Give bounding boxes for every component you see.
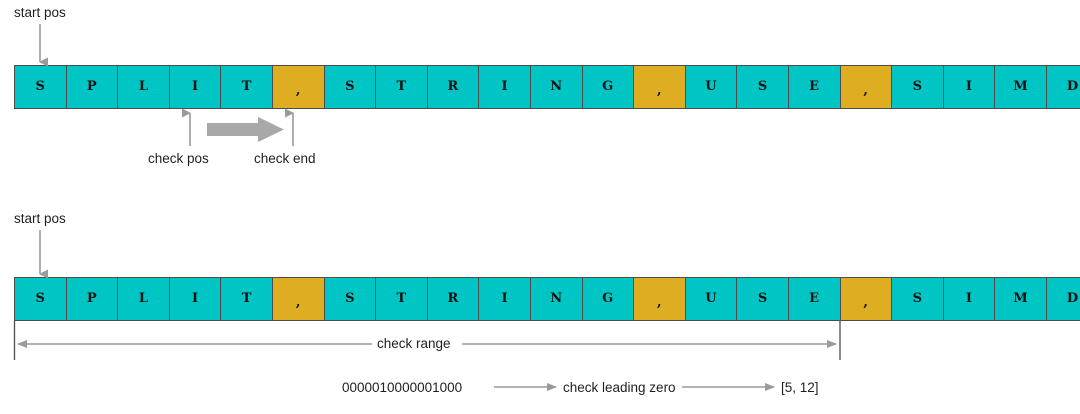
bottom-cell-11: G <box>582 278 635 320</box>
top-cell-2: L <box>118 66 170 108</box>
top-cell-9-char: I <box>501 78 508 94</box>
check-pos-label: check pos <box>148 151 209 166</box>
top-cell-12: , <box>634 66 686 108</box>
top-cell-7: T <box>376 66 428 108</box>
bottom-cell-13-char: U <box>705 290 717 306</box>
top-cell-5-char: , <box>295 82 301 98</box>
bottom-cell-2: L <box>118 278 170 320</box>
bottom-cell-16-char: , <box>863 294 869 310</box>
bottom-cell-1-char: P <box>86 290 97 306</box>
bottom-cell-5-char: , <box>295 294 301 310</box>
bottom-cell-20: D <box>1046 278 1080 320</box>
bottom-cell-6: S <box>324 278 377 320</box>
top-cell-20-char: D <box>1066 78 1079 94</box>
character-strip-top: S P L I T, S T R I N G, U S E, S I M D <box>14 65 1080 109</box>
bottom-cell-19-char: M <box>1013 290 1028 306</box>
top-cell-0: S <box>15 66 67 108</box>
check-leading-zero-label: check leading zero <box>563 380 676 395</box>
top-cell-10-char: N <box>550 78 563 94</box>
top-cell-13: U <box>685 66 738 108</box>
bottom-cell-2-char: L <box>138 290 149 306</box>
bottom-cell-12: , <box>634 278 686 320</box>
top-cell-14-char: S <box>757 78 768 94</box>
bottom-cell-8: R <box>427 278 480 320</box>
top-cell-1-char: P <box>86 78 97 94</box>
top-cell-1: P <box>66 66 119 108</box>
top-cell-11-char: G <box>602 78 614 94</box>
top-cell-15-char: E <box>809 78 820 94</box>
top-cell-15: E <box>788 66 841 108</box>
top-cell-13-char: U <box>705 78 717 94</box>
top-cell-17-char: S <box>912 78 923 94</box>
bottom-cell-15: E <box>788 278 841 320</box>
bottom-cell-6-char: S <box>345 290 355 306</box>
top-cell-18-char: I <box>965 78 973 94</box>
bottom-cell-9: I <box>479 278 531 320</box>
top-cell-2-char: L <box>138 78 149 94</box>
bottom-cell-20-char: D <box>1066 290 1079 306</box>
scan-direction-arrow <box>207 117 284 142</box>
bottom-cell-12-char: , <box>657 294 662 310</box>
bottom-cell-17-char: S <box>912 290 923 306</box>
bottom-cell-0: S <box>15 278 67 320</box>
bitmask-value: 0000010000001000 <box>342 380 463 395</box>
bottom-cell-4-char: T <box>241 290 252 306</box>
bottom-cell-10-char: N <box>550 290 563 306</box>
top-cell-16-char: , <box>863 82 869 98</box>
bottom-cell-7: T <box>376 278 428 320</box>
top-cell-3-char: I <box>191 78 199 94</box>
bottom-cell-14: S <box>737 278 789 320</box>
top-cell-19-char: M <box>1013 78 1028 94</box>
bottom-cell-0-char: S <box>35 290 46 306</box>
bottom-cell-3: I <box>169 278 222 320</box>
bottom-cell-15-char: E <box>809 290 820 306</box>
top-cell-14: S <box>737 66 789 108</box>
bottom-cell-19: M <box>995 278 1047 320</box>
character-strip-bottom: S P L I T, S T R I N G, U S E, S I M D <box>14 277 1080 321</box>
top-cell-9: I <box>479 66 531 108</box>
top-cell-19: M <box>995 66 1047 108</box>
check-end-label: check end <box>254 151 316 166</box>
bottom-start-pos-label: start pos <box>14 211 66 226</box>
top-cell-0-char: S <box>35 78 46 94</box>
top-cell-6: S <box>324 66 377 108</box>
bottom-cell-11-char: G <box>602 290 614 306</box>
bottom-cell-17: S <box>892 278 944 320</box>
top-cell-8-char: R <box>447 78 459 94</box>
top-cell-5: , <box>272 66 325 108</box>
bottom-cell-13: U <box>685 278 738 320</box>
bottom-cell-3-char: I <box>191 290 199 306</box>
bottom-cell-16: , <box>840 278 893 320</box>
top-cell-18: I <box>943 66 996 108</box>
top-cell-16: , <box>840 66 893 108</box>
top-cell-4-char: T <box>241 78 252 94</box>
bottom-cell-14-char: S <box>757 290 768 306</box>
bottom-cell-10: N <box>530 278 583 320</box>
top-cell-4: T <box>221 66 273 108</box>
top-cell-11: G <box>582 66 635 108</box>
result-range-label: [5, 12] <box>781 380 819 395</box>
top-cell-7-char: T <box>396 78 407 94</box>
bottom-cell-8-char: R <box>447 290 459 306</box>
bottom-cell-1: P <box>66 278 119 320</box>
top-cell-8: R <box>427 66 480 108</box>
top-cell-20: D <box>1046 66 1080 108</box>
bottom-cell-9-char: I <box>501 290 508 306</box>
top-cell-6-char: S <box>345 78 355 94</box>
bottom-cell-18-char: I <box>965 290 973 306</box>
top-cell-12-char: , <box>657 82 662 98</box>
check-range-label: check range <box>371 337 457 351</box>
bottom-cell-4: T <box>221 278 273 320</box>
bottom-cell-5: , <box>272 278 325 320</box>
top-cell-17: S <box>892 66 944 108</box>
top-cell-10: N <box>530 66 583 108</box>
top-start-pos-label: start pos <box>14 5 66 20</box>
bottom-cell-7-char: T <box>396 290 407 306</box>
top-cell-3: I <box>169 66 222 108</box>
bottom-cell-18: I <box>943 278 996 320</box>
